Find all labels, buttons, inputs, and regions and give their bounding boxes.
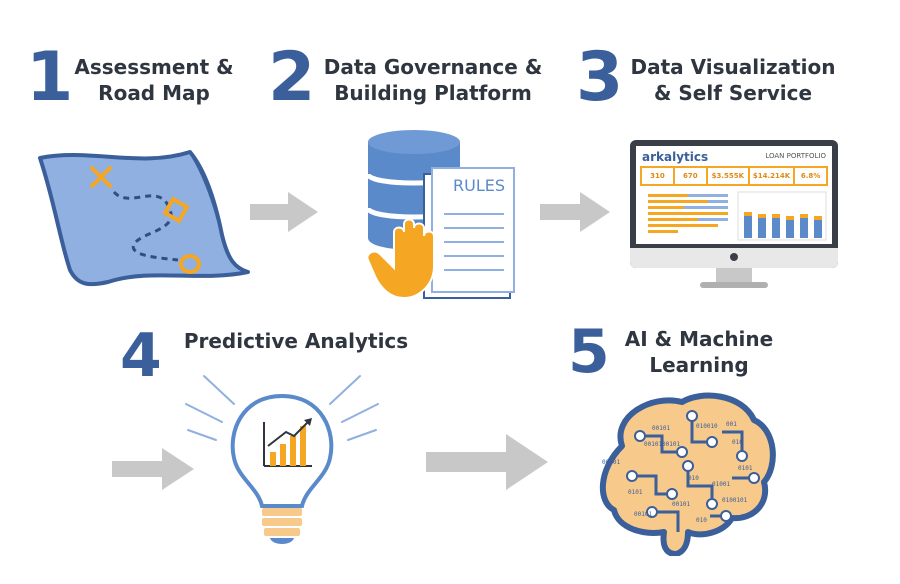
hand-icon	[366, 218, 435, 300]
power-dot	[730, 253, 738, 261]
step-2-number: 2	[268, 38, 316, 117]
circuit-nodes	[626, 410, 760, 522]
rules-label: RULES	[452, 176, 505, 195]
bulb-base	[262, 508, 302, 544]
dashboard-screen: arkalytics LOAN PORTFOLIO 310 670 $3.555…	[636, 146, 832, 244]
binary-code: 00101	[672, 501, 690, 508]
bulb-rays	[185, 375, 379, 441]
step-1-title-line1: Assessment &	[74, 55, 234, 79]
arrow-2-to-3	[540, 192, 610, 232]
step-3-title-line1: Data Visualization	[630, 55, 836, 79]
kpi-card: $3.555K	[707, 168, 748, 184]
step-4-title-line1: Predictive Analytics	[183, 329, 409, 353]
growth-chart-icon	[263, 418, 312, 467]
road-map-icon	[38, 150, 250, 287]
step-3-number: 3	[576, 38, 624, 117]
step-1-title-line2: Road Map	[98, 81, 210, 105]
step-2-title-line2: Building Platform	[334, 81, 532, 105]
database-rules-icon	[365, 130, 515, 300]
binary-code: 0101	[738, 465, 753, 472]
binary-code: 0100101	[722, 497, 748, 504]
arrow-4-to-5	[426, 434, 548, 490]
step-5-title: AI & Machine Learning	[618, 326, 780, 378]
binary-code: 0010100101	[644, 441, 681, 448]
brain-circuit-icon: 010010 001 00101 0010100101 00101 010 01…	[599, 392, 776, 556]
rules-document-icon	[423, 167, 515, 299]
binary-code: 010010	[696, 423, 718, 430]
binary-codes: 010010 001 00101 0010100101 00101 010 01…	[602, 421, 753, 524]
light-bulb-chart-icon	[185, 375, 379, 544]
step-4-number: 4	[120, 321, 162, 391]
binary-code: 001	[726, 421, 737, 428]
kpi-card: 310	[642, 168, 673, 184]
arrow-1-to-2	[250, 192, 318, 232]
kpi-card: 6.8%	[795, 168, 826, 184]
step-5-number: 5	[568, 317, 610, 387]
monitor-base	[700, 282, 768, 288]
binary-code: 01001	[712, 481, 730, 488]
step-2-title: Data Governance & Building Platform	[320, 54, 546, 106]
kpi-card: $14.214K	[749, 168, 794, 184]
binary-code: 010	[696, 517, 707, 524]
binary-code: 010	[732, 439, 743, 446]
kpi-strip: 310 670 $3.555K $14.214K 6.8%	[640, 166, 828, 186]
arrow-into-4	[112, 448, 194, 490]
dashboard-charts	[648, 191, 827, 241]
binary-code: 0101	[628, 489, 643, 496]
step-1-title: Assessment & Road Map	[70, 54, 238, 106]
monitor: arkalytics LOAN PORTFOLIO 310 670 $3.555…	[630, 140, 838, 290]
dashboard-brand: arkalytics	[642, 150, 709, 164]
binary-code: 00101	[602, 459, 620, 466]
kpi-card: 670	[674, 168, 706, 184]
step-2-title-line1: Data Governance &	[323, 55, 543, 79]
circuit-traces	[632, 416, 754, 532]
step-4-title: Predictive Analytics	[178, 328, 414, 354]
step-3-title: Data Visualization & Self Service	[626, 54, 840, 106]
binary-code: 00101	[634, 511, 652, 518]
binary-code: 00101	[652, 425, 670, 432]
step-5-title-line2: Learning	[649, 353, 749, 377]
step-1-number: 1	[26, 38, 74, 117]
step-5-title-line1: AI & Machine	[624, 327, 774, 351]
binary-code: 010	[688, 475, 699, 482]
monitor-stand	[716, 268, 752, 282]
dashboard-heading: LOAN PORTFOLIO	[765, 152, 826, 160]
step-3-title-line2: & Self Service	[653, 81, 813, 105]
